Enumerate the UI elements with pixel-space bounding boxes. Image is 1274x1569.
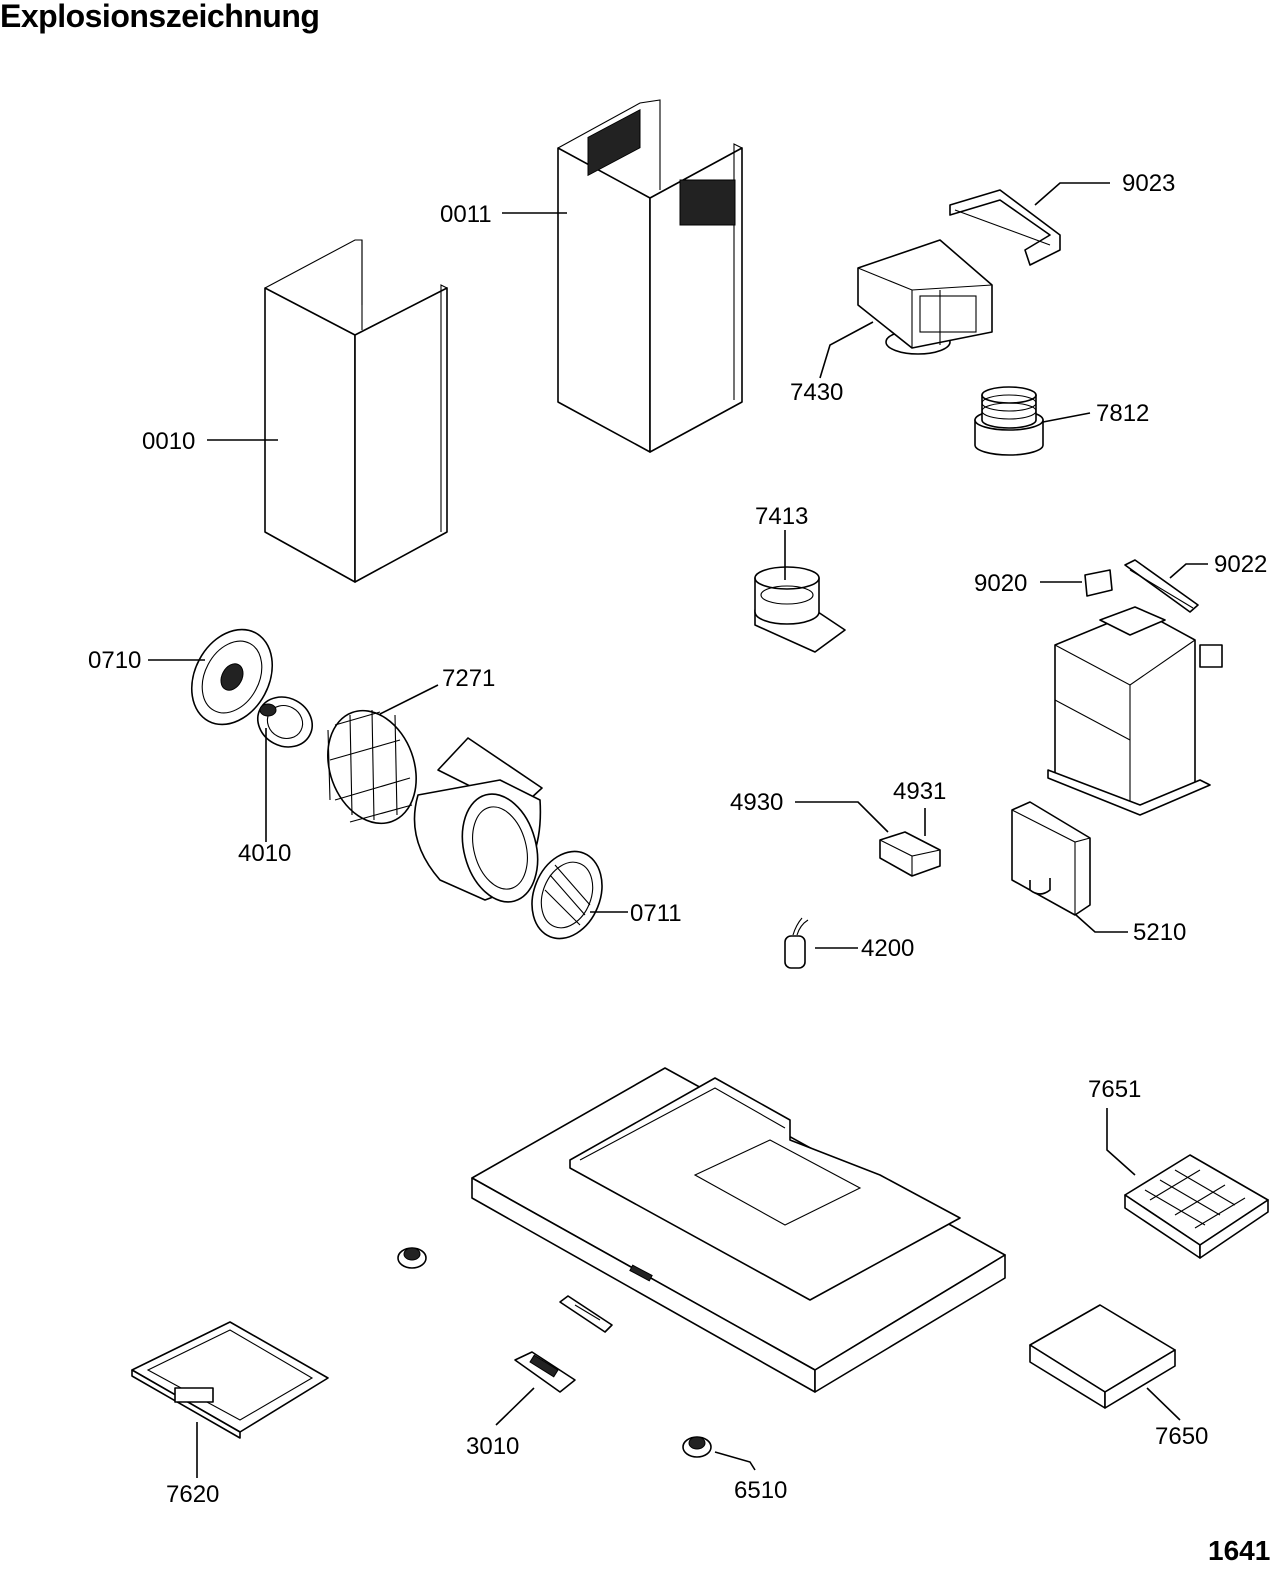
label-9020: 9020 xyxy=(974,570,1027,597)
label-7812: 7812 xyxy=(1096,400,1149,427)
part-fan-scroll-housing xyxy=(413,737,543,903)
part-7271-fan-impeller xyxy=(327,709,417,825)
part-7651-carbon-filter-frame xyxy=(1124,1154,1269,1259)
label-4931: 4931 xyxy=(893,778,946,805)
page-title: Explosionszeichnung xyxy=(0,0,320,34)
label-4010: 4010 xyxy=(238,840,291,867)
part-9022-rail xyxy=(1124,559,1199,613)
part-4930-terminal-block xyxy=(879,831,941,877)
part-0011-upper-chimney xyxy=(557,99,743,453)
part-switch-bracket xyxy=(559,1295,613,1333)
part-3010-switch xyxy=(514,1351,576,1393)
part-control-knob xyxy=(397,1247,427,1269)
part-7413-outlet-collar xyxy=(754,566,846,653)
label-7430: 7430 xyxy=(790,379,843,406)
label-0011: 0011 xyxy=(440,201,492,228)
part-7650-carbon-filter xyxy=(1029,1304,1176,1409)
part-7620-grease-filter xyxy=(131,1321,329,1439)
part-9020-clip xyxy=(1084,569,1113,597)
label-7650: 7650 xyxy=(1155,1423,1208,1450)
part-9023-bracket xyxy=(949,189,1061,266)
part-0710-motor-plate xyxy=(190,628,274,726)
page-number: 1641 xyxy=(1208,1535,1271,1566)
label-7620: 7620 xyxy=(166,1481,219,1508)
part-4010-motor xyxy=(257,696,313,748)
part-6510-knob xyxy=(682,1436,712,1458)
label-0711: 0711 xyxy=(630,900,682,927)
part-0711-inlet-grille xyxy=(531,850,603,940)
label-6510: 6510 xyxy=(734,1477,787,1504)
part-hood-canopy xyxy=(471,1067,1006,1393)
label-7413: 7413 xyxy=(755,503,808,530)
part-5210-electronics-box xyxy=(1011,801,1091,916)
part-7812-reducer-ring xyxy=(974,386,1044,456)
label-3010: 3010 xyxy=(466,1433,519,1460)
label-4930: 4930 xyxy=(730,789,783,816)
part-motor-housing xyxy=(1047,606,1223,816)
part-7430-air-diverter xyxy=(857,239,993,355)
label-7271: 7271 xyxy=(442,665,495,692)
label-0710: 0710 xyxy=(88,647,141,674)
label-0010: 0010 xyxy=(142,428,195,455)
label-9023: 9023 xyxy=(1122,170,1175,197)
part-0010-lower-chimney xyxy=(264,239,448,583)
label-7651: 7651 xyxy=(1088,1076,1141,1103)
label-9022: 9022 xyxy=(1214,551,1267,578)
label-5210: 5210 xyxy=(1133,919,1186,946)
label-4200: 4200 xyxy=(861,935,914,962)
part-4200-capacitor xyxy=(784,917,809,969)
